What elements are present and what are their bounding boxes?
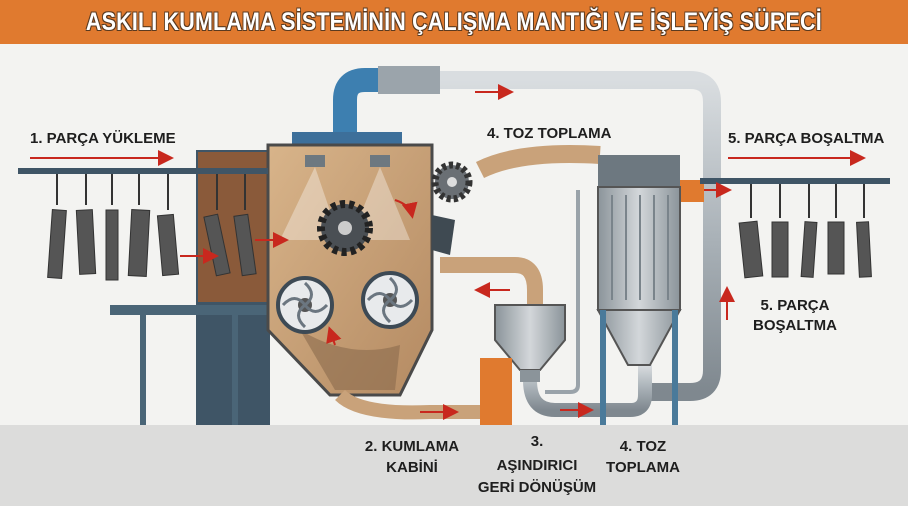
flow-arrows xyxy=(30,84,866,420)
floor xyxy=(0,425,908,506)
loading-table xyxy=(110,305,270,315)
label-recycle-3: GERİ DÖNÜŞÜM xyxy=(478,479,596,496)
label-dust-collection-2: TOPLAMA xyxy=(606,459,680,476)
label-cabin-1: 2. KUMLAMA xyxy=(365,438,459,455)
label-dust-collection-1: 4. TOZ xyxy=(620,438,666,455)
motor-unit xyxy=(480,358,512,425)
exhaust-duct xyxy=(292,66,721,417)
label-recycle-1: 3. xyxy=(531,433,544,450)
label-loading: 1. PARÇA YÜKLEME xyxy=(30,130,176,147)
loading-rail xyxy=(18,168,268,281)
label-unloading-side-1: 5. PARÇA xyxy=(761,297,830,314)
label-dust-collection-top: 4. TOZ TOPLAMA xyxy=(487,125,612,142)
label-unloading-side-2: BOŞALTMA xyxy=(753,317,837,334)
abrasive-reclaimer xyxy=(494,304,566,382)
label-recycle-2: AŞINDIRICI xyxy=(497,457,578,474)
turbine-fan-icon xyxy=(361,271,419,329)
dust-collector xyxy=(596,155,682,425)
turbine-fan-icon xyxy=(276,276,334,334)
label-cabin-2: KABİNİ xyxy=(386,459,438,476)
gear-icon xyxy=(317,200,373,256)
label-unloading-top: 5. PARÇA BOŞALTMA xyxy=(728,130,885,147)
unloading-rail xyxy=(700,178,890,279)
diagram-title: ASKILI KUMLAMA SİSTEMİNİN ÇALIŞMA MANTIĞ… xyxy=(86,7,822,36)
gear-icon xyxy=(431,161,473,203)
title-bar: ASKILI KUMLAMA SİSTEMİNİN ÇALIŞMA MANTIĞ… xyxy=(0,0,908,44)
